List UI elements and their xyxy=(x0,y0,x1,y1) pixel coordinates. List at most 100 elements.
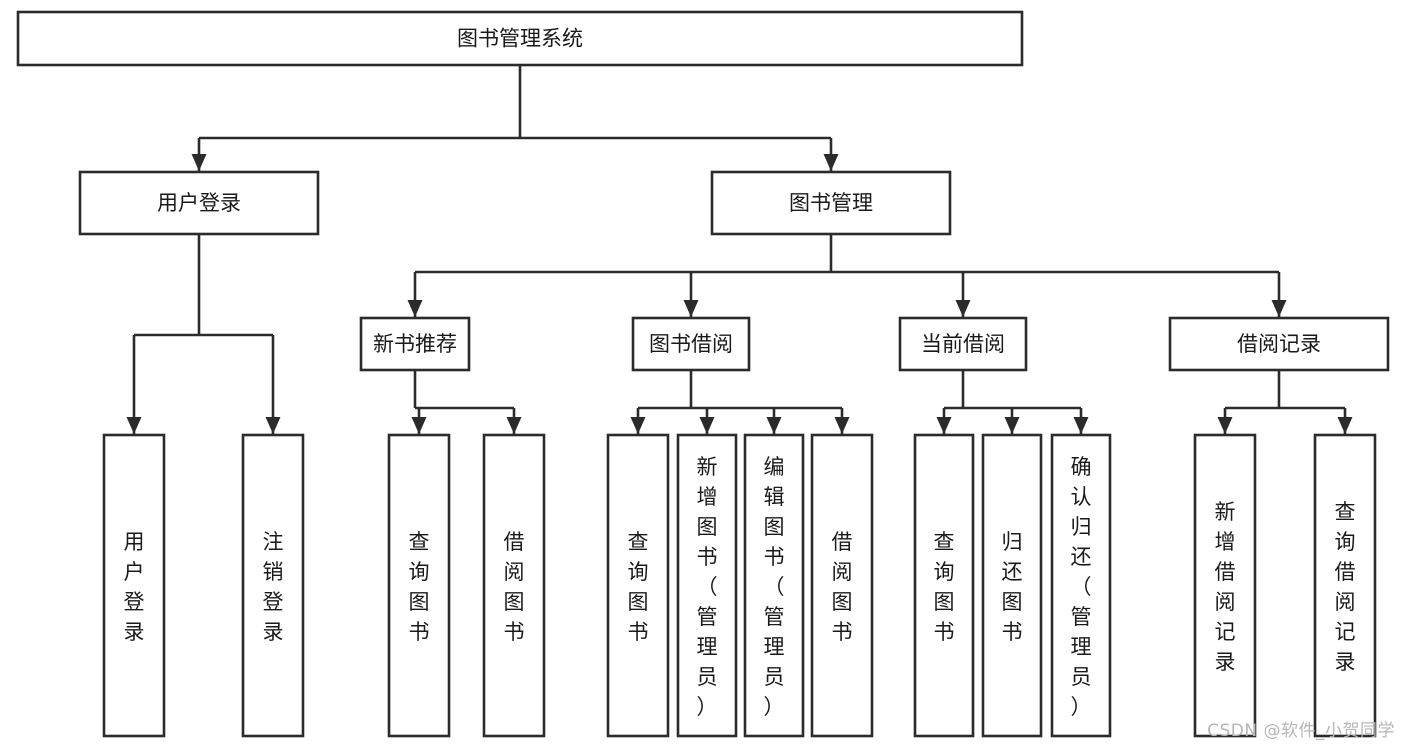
svg-text:（: （ xyxy=(1071,575,1092,599)
arrow-head-icon xyxy=(411,417,427,434)
svg-text:查: 查 xyxy=(628,530,649,554)
svg-text:书: 书 xyxy=(832,620,853,644)
svg-text:录: 录 xyxy=(263,620,284,644)
node-box xyxy=(981,433,1043,738)
svg-text:书: 书 xyxy=(1002,620,1023,644)
arrow-head-icon xyxy=(955,300,971,317)
csdn-watermark: CSDN @软件_小贺同学 xyxy=(1207,721,1395,741)
node-box xyxy=(1050,433,1112,738)
arrow-head-icon xyxy=(1337,417,1353,434)
arrow-head-icon xyxy=(1073,417,1089,434)
connector-layer xyxy=(126,65,1353,434)
svg-text:记: 记 xyxy=(1335,620,1356,644)
node-box xyxy=(1313,433,1377,738)
arrow-head-icon xyxy=(766,417,782,434)
node-box xyxy=(913,433,975,738)
svg-text:图: 图 xyxy=(764,515,785,539)
node-box xyxy=(710,170,952,236)
node-box xyxy=(387,433,451,738)
svg-text:询: 询 xyxy=(934,560,955,584)
svg-text:）: ） xyxy=(1071,695,1092,719)
svg-text:图: 图 xyxy=(934,590,955,614)
node-current-borrow[interactable]: 当前借阅 xyxy=(898,316,1028,372)
node-box xyxy=(1193,433,1257,738)
svg-text:归: 归 xyxy=(1071,515,1092,539)
svg-text:查: 查 xyxy=(934,530,955,554)
svg-text:阅: 阅 xyxy=(1335,590,1356,614)
svg-text:还: 还 xyxy=(1071,545,1092,569)
svg-text:）: ） xyxy=(697,695,718,719)
svg-text:员: 员 xyxy=(764,665,785,689)
node-box xyxy=(631,316,751,372)
svg-text:书: 书 xyxy=(934,620,955,644)
arrow-head-icon xyxy=(834,417,850,434)
node-new-book-recommend[interactable]: 新书推荐 xyxy=(359,316,471,372)
node-label: 新书推荐 xyxy=(373,332,457,356)
svg-text:记: 记 xyxy=(1215,620,1236,644)
svg-text:书: 书 xyxy=(697,545,718,569)
node-user-login[interactable]: 用户登录 xyxy=(78,170,320,236)
node-box xyxy=(241,433,305,738)
svg-text:登: 登 xyxy=(263,590,284,614)
svg-text:增: 增 xyxy=(1215,530,1236,554)
svg-text:询: 询 xyxy=(409,560,430,584)
node-label: 借阅记录 xyxy=(1237,332,1321,356)
node-book-manage[interactable]: 图书管理 xyxy=(710,170,952,236)
svg-text:借: 借 xyxy=(1215,560,1236,584)
svg-text:图: 图 xyxy=(697,515,718,539)
svg-text:图: 图 xyxy=(1002,590,1023,614)
node-box xyxy=(78,170,320,236)
svg-text:图: 图 xyxy=(504,590,525,614)
svg-text:员: 员 xyxy=(697,665,718,689)
node-leaf-user-login[interactable]: 用户登录 xyxy=(102,433,166,738)
svg-text:理: 理 xyxy=(764,635,785,659)
svg-text:（: （ xyxy=(697,575,718,599)
node-box xyxy=(482,433,546,738)
svg-text:查: 查 xyxy=(409,530,430,554)
svg-text:阅: 阅 xyxy=(832,560,853,584)
node-label: 图书管理 xyxy=(789,191,873,215)
svg-text:图: 图 xyxy=(832,590,853,614)
node-book-borrow[interactable]: 图书借阅 xyxy=(631,316,751,372)
arrow-head-icon xyxy=(126,417,142,434)
node-box xyxy=(606,433,670,738)
arrow-head-icon xyxy=(823,154,839,171)
svg-text:查: 查 xyxy=(1335,500,1356,524)
arrow-head-icon xyxy=(683,300,699,317)
svg-text:编: 编 xyxy=(764,455,785,479)
node-borrow-record[interactable]: 借阅记录 xyxy=(1168,316,1390,372)
svg-text:书: 书 xyxy=(764,545,785,569)
node-root[interactable]: 图书管理系统 xyxy=(16,10,1024,67)
svg-text:增: 增 xyxy=(697,485,718,509)
svg-text:辑: 辑 xyxy=(764,485,785,509)
arrow-head-icon xyxy=(191,154,207,171)
svg-text:员: 员 xyxy=(1071,665,1092,689)
svg-text:理: 理 xyxy=(1071,635,1092,659)
svg-text:借: 借 xyxy=(504,530,525,554)
arrow-head-icon xyxy=(407,300,423,317)
svg-text:新: 新 xyxy=(1215,500,1236,524)
svg-text:图: 图 xyxy=(409,590,430,614)
